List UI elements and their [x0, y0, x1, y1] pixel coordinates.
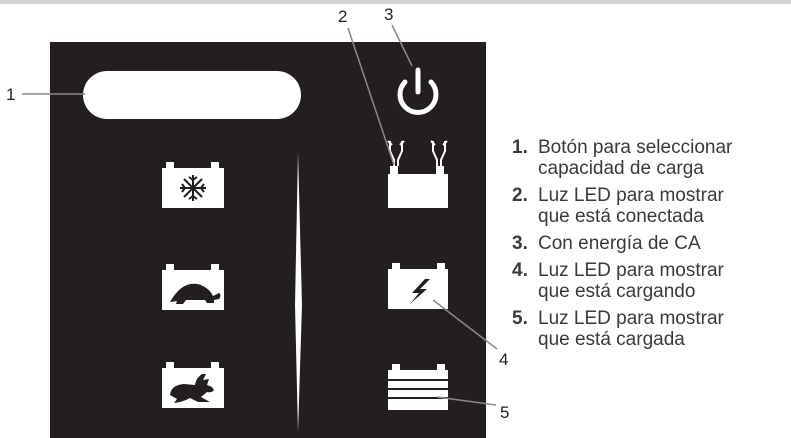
legend-text: Luz LED para mostrar: [538, 260, 724, 281]
legend-number: 3.: [512, 233, 528, 254]
battery-full-icon: [388, 364, 448, 410]
leader-line-3: [391, 24, 413, 67]
legend-number: 5.: [512, 308, 528, 329]
legend-number: 2.: [512, 185, 528, 206]
legend-text: Botón para seleccionar: [538, 137, 733, 158]
legend-item: 2. Luz LED para mostrar que está conecta…: [512, 185, 790, 227]
leader-line-4: [432, 299, 498, 350]
callout-5: 5: [500, 403, 509, 422]
battery-turtle-icon: [162, 264, 224, 310]
legend-text: que está conectada: [538, 206, 704, 227]
battery-clamps-icon: [387, 140, 448, 208]
leader-line-5: [436, 396, 497, 406]
power-icon: [397, 67, 439, 115]
capacity-select-button[interactable]: [83, 71, 301, 119]
legend-text: Luz LED para mostrar: [538, 185, 724, 206]
battery-snowflake-icon: [162, 162, 224, 208]
legend-text: que está cargando: [538, 281, 696, 302]
callout-3: 3: [384, 5, 393, 24]
legend-text: Luz LED para mostrar: [538, 308, 724, 329]
legend-item: 3. Con energía de CA: [512, 233, 790, 254]
leader-line-2: [347, 27, 395, 166]
legend-number: 4.: [512, 260, 528, 281]
battery-rabbit-icon: [162, 362, 224, 408]
legend-item: 1. Botón para seleccionar capacidad de c…: [512, 137, 790, 179]
light-divider: [295, 152, 302, 432]
legend-text: Con energía de CA: [538, 233, 701, 254]
top-border: [0, 0, 791, 4]
legend-item: 4. Luz LED para mostrar que está cargand…: [512, 260, 790, 302]
legend-text: que está cargada: [538, 329, 685, 350]
callout-1: 1: [6, 85, 15, 104]
callout-2: 2: [338, 7, 347, 26]
battery-lightning-icon: [388, 263, 448, 309]
legend-item: 5. Luz LED para mostrar que está cargada: [512, 308, 790, 350]
legend-number: 1.: [512, 137, 528, 158]
legend-list: 1. Botón para seleccionar capacidad de c…: [512, 137, 790, 356]
callout-4: 4: [499, 350, 508, 369]
legend-text: capacidad de carga: [538, 158, 704, 179]
